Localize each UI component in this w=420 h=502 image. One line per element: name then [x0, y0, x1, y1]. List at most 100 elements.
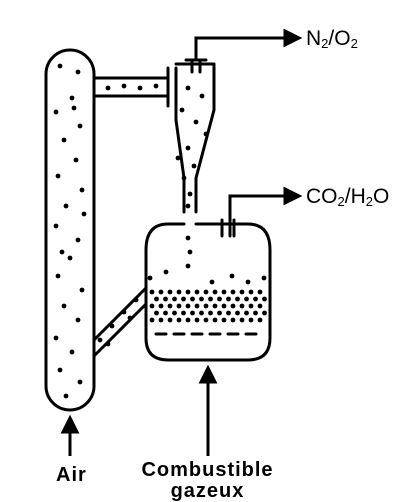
particle-dot: [257, 317, 263, 323]
particle-dot: [158, 303, 164, 309]
particle-dot: [158, 289, 164, 295]
particle-dot: [244, 310, 249, 316]
particle-dot: [53, 335, 59, 341]
particle-dot: [154, 310, 159, 316]
particle-dot: [63, 393, 69, 399]
particle-dot: [133, 297, 139, 303]
particle-dot: [158, 317, 164, 323]
particle-dot: [191, 163, 197, 169]
n2o2-arrowhead: [283, 28, 303, 48]
particle-dot: [190, 296, 195, 302]
particle-dot: [239, 317, 245, 323]
particle-dot: [239, 303, 245, 309]
particle-dot: [194, 289, 200, 295]
particle-dot: [147, 275, 153, 281]
cyclone-inlet-flange: [166, 66, 178, 108]
particle-dot: [230, 317, 236, 323]
fuel-to-air-return-pipe: [92, 286, 148, 358]
particle-dot: [221, 303, 227, 309]
particle-dot: [176, 317, 182, 323]
fuel-reactor-vessel: [144, 222, 272, 362]
particle-dot: [81, 211, 87, 217]
fuel-arrowhead: [198, 364, 218, 384]
particle-dot: [199, 93, 205, 99]
particle-dot: [185, 235, 191, 241]
particle-dot: [262, 296, 267, 302]
particle-dot: [193, 119, 199, 125]
particle-dot: [79, 187, 85, 193]
n2o2-exhaust-line: [194, 36, 285, 60]
co2h2o-arrowhead: [283, 186, 303, 206]
air-inlet-label: Air: [56, 464, 87, 486]
particle-dot: [63, 203, 69, 209]
particle-dot: [208, 310, 213, 316]
particle-dot: [121, 309, 127, 315]
particle-dot: [176, 303, 182, 309]
particle-dot: [172, 296, 177, 302]
particle-dot: [212, 289, 218, 295]
particle-dot: [212, 317, 218, 323]
particle-dot: [235, 296, 240, 302]
n2-o2-exhaust-label: N2/O2: [306, 27, 358, 51]
co2h2o-exhaust-line: [228, 194, 285, 220]
particle-dot: [57, 367, 63, 373]
particle-dot: [167, 303, 173, 309]
inlet-arrows: [60, 364, 218, 456]
particle-dot: [172, 310, 177, 316]
particle-dot: [69, 95, 75, 101]
particle-dot: [121, 83, 127, 89]
particle-dot: [248, 303, 254, 309]
particle-dot: [61, 303, 67, 309]
particle-dot: [167, 289, 173, 295]
particle-dot: [109, 323, 115, 329]
particle-dot: [175, 155, 181, 161]
particle-dot: [261, 275, 267, 281]
particle-dot: [149, 317, 155, 323]
particle-dot: [53, 109, 59, 115]
particle-dot: [181, 175, 187, 181]
particle-dot: [71, 105, 77, 111]
particle-dot: [57, 63, 63, 69]
particle-dot: [53, 223, 59, 229]
particle-dot: [163, 296, 168, 302]
particle-dot: [154, 296, 159, 302]
particle-dot: [248, 289, 254, 295]
air-arrowhead: [60, 414, 80, 434]
particle-dot: [163, 310, 168, 316]
particle-dot: [248, 317, 254, 323]
particle-dot: [153, 83, 159, 89]
particle-dot: [67, 255, 73, 261]
cyclone: [174, 62, 216, 214]
particle-dot: [69, 349, 75, 355]
particle-dot: [203, 131, 209, 137]
particle-dot: [127, 315, 133, 321]
fuel-reactor-outlet-flange: [220, 218, 236, 238]
particle-dot: [226, 296, 231, 302]
particle-dot: [105, 85, 111, 91]
particle-dot: [185, 289, 191, 295]
particle-dot: [75, 69, 81, 75]
particle-dot: [75, 317, 81, 323]
fuel-inlet-label-line2: gazeux: [170, 480, 245, 502]
particle-dot: [239, 289, 245, 295]
particle-dot: [185, 263, 191, 269]
particle-dot: [185, 303, 191, 309]
particle-dot: [257, 303, 263, 309]
particle-dot: [149, 289, 155, 295]
exhaust-arrows: [194, 28, 303, 220]
riser-to-cyclone-pipe: [92, 76, 170, 98]
particle-dot: [105, 341, 111, 347]
oxygen-carrier-particles: [53, 63, 267, 399]
particle-dot: [77, 379, 83, 385]
particle-dot: [179, 107, 185, 113]
particle-dot: [229, 273, 235, 279]
particle-dot: [199, 310, 204, 316]
particle-dot: [181, 310, 186, 316]
particle-dot: [253, 310, 258, 316]
particle-dot: [230, 289, 236, 295]
particle-dot: [77, 123, 83, 129]
particle-dot: [221, 289, 227, 295]
particle-dot: [163, 269, 169, 275]
